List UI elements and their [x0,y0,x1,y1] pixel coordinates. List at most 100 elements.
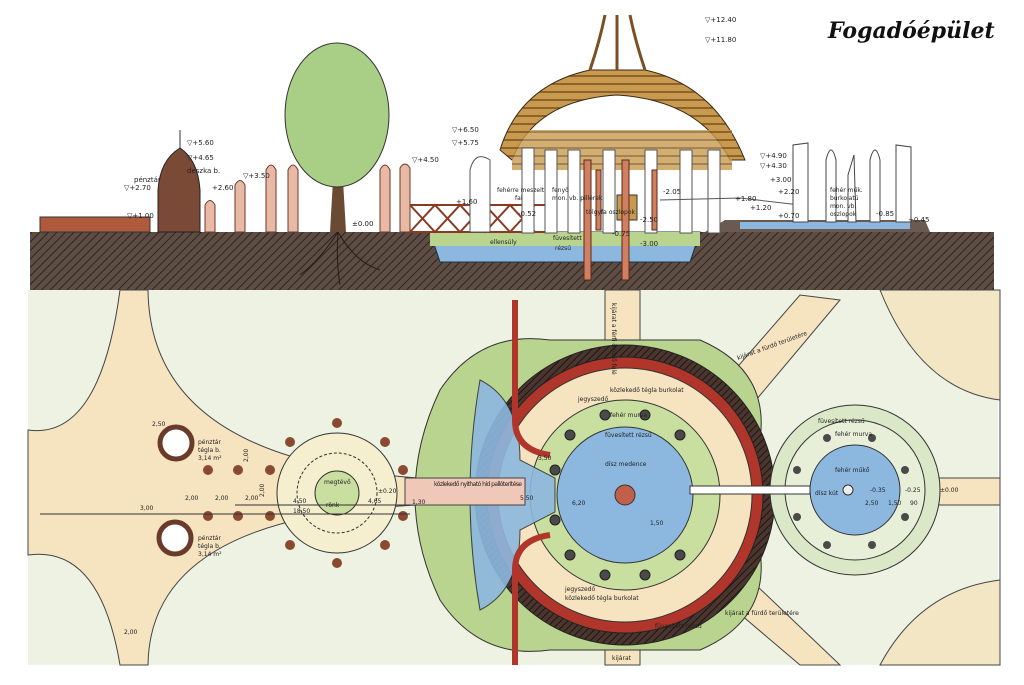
oak-columns-label: tölgyfa oszlopok [586,209,636,216]
ticket-collector-label-bottom: jegyszedő [564,586,595,593]
paving-label-bottom: közlekedő tégla burkolat [565,595,639,602]
dimension: 2,00 [215,495,229,502]
area-label-2: 3,14 m² [198,551,222,558]
level-label: -0.85 [876,210,894,218]
grass-slope-label: füvesített rézsű [605,432,652,439]
dimension: 1,50 [650,520,664,527]
ticket-office-label: pénztár [198,439,221,446]
dimension: 2,00 [245,495,259,502]
penztar-label: pénztár [134,176,161,184]
level-label: +0.70 [778,212,799,220]
level-label: -3.00 [640,240,658,248]
pillars-inner [549,409,686,581]
ticket-booth-2 [156,519,194,557]
level-label: ▽+6.50 [452,126,479,134]
white-gravel-label: fehér murva [610,412,647,419]
level-label: -2.05 [663,188,681,196]
fenyo-label: fenyő [552,187,569,194]
exit-mens-label: kijárat a férfi öltöző felé [610,303,617,375]
dimension: 6,20 [572,500,586,507]
level-label: +3.00 [770,176,791,184]
level-label: +2.60 [212,184,233,192]
dimension: 2,50 [865,500,879,507]
cladding-label: burkolatú [830,195,859,202]
dimension: 2,00 [259,483,266,497]
dimension: 2,00 [124,629,138,636]
section-view: Fogadóépület ▽+5.60 ▽+4.65 ▽+2.70 ▽+1.00… [0,0,1024,290]
ornamental-pool-label: dísz medence [605,461,647,468]
drawing-title: Fogadóépület [827,18,995,44]
fountain-label: dísz kút [815,490,839,497]
ticket-collector-label: jegyszedő [577,396,608,403]
exit-label: kijárat [612,655,632,662]
level-label: +1.80 [735,195,756,203]
dimension: 1,50 [888,500,902,507]
level-mark: ±0.20 [378,488,397,495]
level-label: ▽+11.80 [705,36,736,44]
grass-slope-label-right: füvesített rézsű [818,418,865,425]
paving-label: közlekedő tégla burkolat [610,387,684,394]
level-label: ▽+12.40 [705,16,736,24]
brick-label-2: tégla b. [198,543,221,550]
level-label: ▽+3.50 [243,172,270,180]
level-label: -0.52 [518,210,536,218]
ticket-office-label-2: pénztár [198,535,221,542]
dimension: 4,50 [293,498,307,505]
rezsu-label: rézsű [555,245,571,252]
tree-section [284,42,390,286]
white-columns-right [792,142,912,223]
bridge-label: közlekedő nyitható híd pallóterítése [434,481,522,488]
deszka-label: deszka b. [187,167,220,175]
dimension: 2,00 [185,495,199,502]
brick-label: tégla b. [198,447,221,454]
log-label: rönk [326,502,340,509]
wooden-posts-left [204,163,411,233]
level-label: ▽+4.90 [760,152,787,160]
level-label: ±0.00 [352,220,373,228]
grass-slope-label-bottom: füvesített rézsű [655,623,702,630]
ellensuly-label: ellensúly [490,239,517,246]
white-stone-label: fehér műkő [835,467,870,474]
level-label: ▽+4.30 [760,162,787,170]
dimension: 3,00 [140,505,154,512]
dimension: 3,50 [538,455,552,462]
level-label: +1.60 [456,198,477,206]
level-label: ▽+4.65 [187,154,214,162]
level-label: +1.20 [750,204,771,212]
level-label: +2.20 [778,188,799,196]
area-label: 3,14 m² [198,455,222,462]
megtevo-label: megtévő [324,479,351,486]
dimension: 18,50 [293,508,310,515]
white-gravel-label-right: fehér murva [835,431,872,438]
fuvesitett-label: füvesített [553,235,582,242]
level-label: ▽+1.00 [127,212,154,220]
plan-view: kijárat a férfi öltöző felé kijárat a fü… [27,289,1001,666]
entry-circle [40,418,410,568]
fountain-plaza [689,404,941,576]
columns-label: oszlopok [830,211,857,218]
level-label: -0.75 [612,230,630,238]
dimension: 90 [910,500,918,507]
dimension: 4,65 [368,498,382,505]
monolith-label: mon. vb. [830,203,856,210]
brick-wall [39,216,151,233]
pillerek-label: mon. vb. pillérek [552,195,603,202]
level-label: ▽+5.60 [187,139,214,147]
white-stone-label: fehér műk. [830,187,863,194]
level-mark: -0.35 [870,487,886,494]
level-label: ▽+5.75 [452,139,479,147]
central-plaza [404,300,776,665]
level-label: ▽+4.50 [412,156,439,164]
fal-label: fal [515,195,523,202]
ticket-kiosk-section [157,147,201,233]
reception-dome [469,14,801,281]
section-labels: Fogadóépület ▽+5.60 ▽+4.65 ▽+2.70 ▽+1.00… [124,16,995,252]
level-mark: ±0.00 [940,487,959,494]
dimension: 2,00 [243,448,250,462]
dimension: 5,50 [520,495,534,502]
exit-bath-label-bottom: kijárat a fürdő területére [725,610,799,617]
dimension: 1,30 [412,499,426,506]
level-mark: -0.25 [905,487,921,494]
level-label: ▽+2.70 [124,184,151,192]
